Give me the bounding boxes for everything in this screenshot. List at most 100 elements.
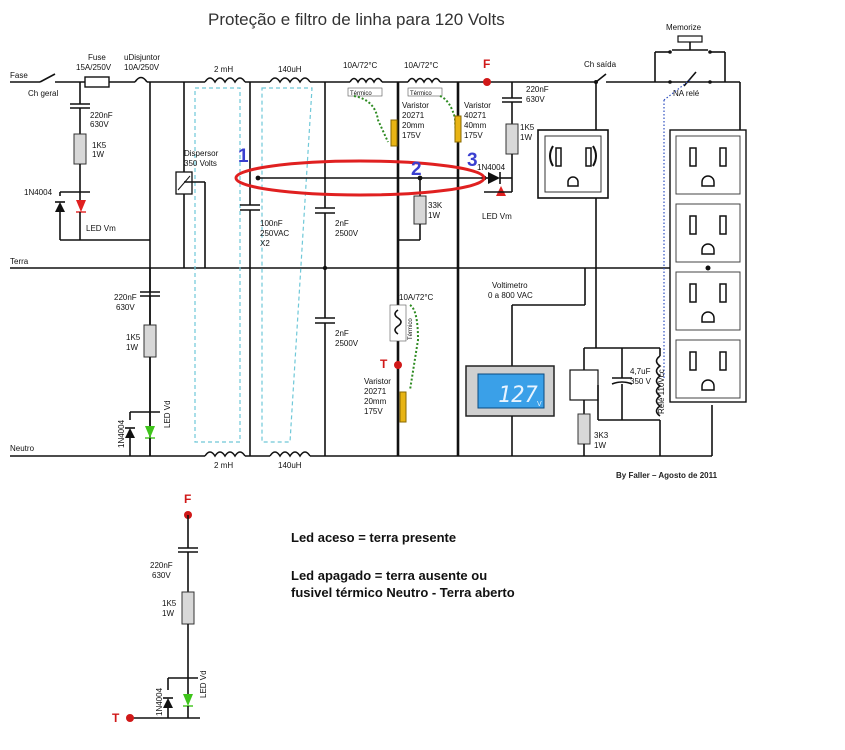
marker-1: 1 — [238, 146, 249, 167]
res-1w-1-label: 1W — [92, 150, 104, 159]
varistor-2-model: 40271 — [464, 111, 487, 120]
cap-350v-label: 350 V — [630, 377, 652, 386]
res-33k-w-label: 1W — [428, 211, 440, 220]
note-line-3: fusivel térmico Neutro - Terra aberto — [291, 585, 515, 600]
inset-cap-v-label: 630V — [152, 571, 171, 580]
cap-220nf-2-label: 220nF — [526, 85, 549, 94]
varistor-2 — [454, 115, 462, 143]
na-rele-contact — [668, 71, 712, 87]
res-3k3-w-label: 1W — [594, 441, 606, 450]
inset-circuit — [126, 511, 200, 722]
neutro-label: Neutro — [10, 444, 35, 453]
inset-cap-label: 220nF — [150, 561, 173, 570]
varistor-3 — [399, 391, 407, 423]
led-vm-1-label: LED Vm — [86, 224, 116, 233]
thermal-coupling-3 — [409, 304, 420, 391]
varistor-1 — [390, 119, 398, 147]
thermal-tag-1: Térmico — [350, 91, 372, 97]
highlight-ellipse — [234, 159, 486, 197]
na-rele-label: NA relé — [673, 89, 700, 98]
cap-2nf-2-label: 2nF — [335, 329, 349, 338]
cap-630v-3-label: 630V — [116, 303, 135, 312]
memorize-label: Memorize — [666, 23, 702, 32]
diode-1n4004-2-label: 1N4004 — [477, 163, 506, 172]
res-1w-2-label: 1W — [520, 133, 532, 142]
varistor-3-v: 175V — [364, 407, 383, 416]
voltimetro-range: 0 a 800 VAC — [488, 291, 533, 300]
diode-1n4004-1-label: 1N4004 — [24, 188, 53, 197]
thermal-tag-box-2 — [407, 87, 443, 97]
cap-2500v-1-label: 2500V — [335, 229, 359, 238]
varistor-1-size: 20mm — [402, 121, 425, 130]
dispersor-component — [175, 82, 206, 268]
inset-f-label: F — [184, 492, 191, 506]
fuse-rating: 15A/250V — [76, 63, 112, 72]
varistor-1-name: Varistor — [402, 101, 429, 110]
voltimetro-unit: V — [537, 401, 542, 408]
thermal-tag-3: Térmico — [408, 318, 414, 340]
varistor-2-name: Varistor — [464, 101, 491, 110]
res-1k5-1-label: 1K5 — [92, 141, 107, 150]
udisjuntor-label: uDisjuntor — [124, 53, 160, 62]
res-3k3-label: 3K3 — [594, 431, 609, 440]
varistor-1-v: 175V — [402, 131, 421, 140]
udisjuntor-rating: 10A/250V — [124, 63, 160, 72]
cap-2nf-pair — [315, 82, 335, 456]
thermal-fuse-3-label: 10A/72°C — [399, 293, 434, 302]
res-1k5-3-label: 1K5 — [126, 333, 141, 342]
diode-1n4004-3-label: 1N4004 — [117, 419, 126, 448]
cap-100nf-label: 100nF — [260, 219, 283, 228]
inset-t-label: T — [112, 711, 120, 725]
f-node-dot — [483, 78, 491, 86]
thermal-coupling-2 — [439, 95, 457, 141]
led-vm-branch-right — [484, 82, 522, 196]
fase-rail — [10, 73, 740, 88]
voltmeter — [465, 268, 586, 456]
cap-220nf-3-label: 220nF — [114, 293, 137, 302]
varistor-3-model: 20271 — [364, 387, 387, 396]
inset-diode-label: 1N4004 — [155, 687, 164, 716]
marker-2: 2 — [411, 159, 422, 180]
cap-x2-label: X2 — [260, 239, 270, 248]
dispersor-v-label: 350 Volts — [184, 159, 217, 168]
neutro-rail — [10, 405, 713, 458]
note-line-2: Led apagado = terra ausente ou — [291, 568, 487, 583]
rele-label: Relé 110Vcc — [657, 369, 666, 414]
thermal-fuse-1-label: 10A/72°C — [343, 61, 378, 70]
credit-text: By Faller – Agosto de 2011 — [616, 471, 718, 480]
led-vm-2-label: LED Vm — [482, 212, 512, 221]
cap-2500v-2-label: 2500V — [335, 339, 359, 348]
inductor-140uh-bot-label: 140uH — [278, 461, 302, 470]
voltimetro-label: Voltimetro — [492, 281, 528, 290]
diagram-title: Proteção e filtro de linha para 120 Volt… — [208, 10, 505, 29]
inset-res-w-label: 1W — [162, 609, 174, 618]
single-outlet — [537, 129, 609, 199]
varistor-2-size: 40mm — [464, 121, 487, 130]
res-1w-3-label: 1W — [126, 343, 138, 352]
inductor-2mh-top-label: 2 mH — [214, 65, 233, 74]
res-1k5-2-label: 1K5 — [520, 123, 535, 132]
relay-supply — [569, 82, 662, 456]
varistor-3-size: 20mm — [364, 397, 387, 406]
thermal-coupling-1 — [353, 95, 389, 143]
fase-label: Fase — [10, 71, 28, 80]
cap-630v-2-label: 630V — [526, 95, 545, 104]
inductor-2mh-bot-label: 2 mH — [214, 461, 233, 470]
note-line-1: Led aceso = terra presente — [291, 530, 456, 545]
terra-label: Terra — [10, 257, 29, 266]
cap-100nf-x2 — [240, 82, 260, 456]
t-node-dot — [394, 361, 402, 369]
cap-630v-1-label: 630V — [90, 120, 109, 129]
cap-250vac-label: 250VAC — [260, 229, 289, 238]
dispersor-label: Dispersor — [184, 149, 219, 158]
inset-led-label: LED Vd — [199, 670, 208, 698]
voltimetro-reading: 127 — [498, 383, 538, 408]
inset-res-label: 1K5 — [162, 599, 177, 608]
f-node-label: F — [483, 57, 490, 71]
res-33k-branch — [398, 178, 427, 241]
cap-4u7-label: 4,7uF — [630, 367, 651, 376]
memorize-switch — [654, 35, 726, 82]
fuse-label: Fuse — [88, 53, 106, 62]
ch-geral-label: Ch geral — [28, 89, 58, 98]
